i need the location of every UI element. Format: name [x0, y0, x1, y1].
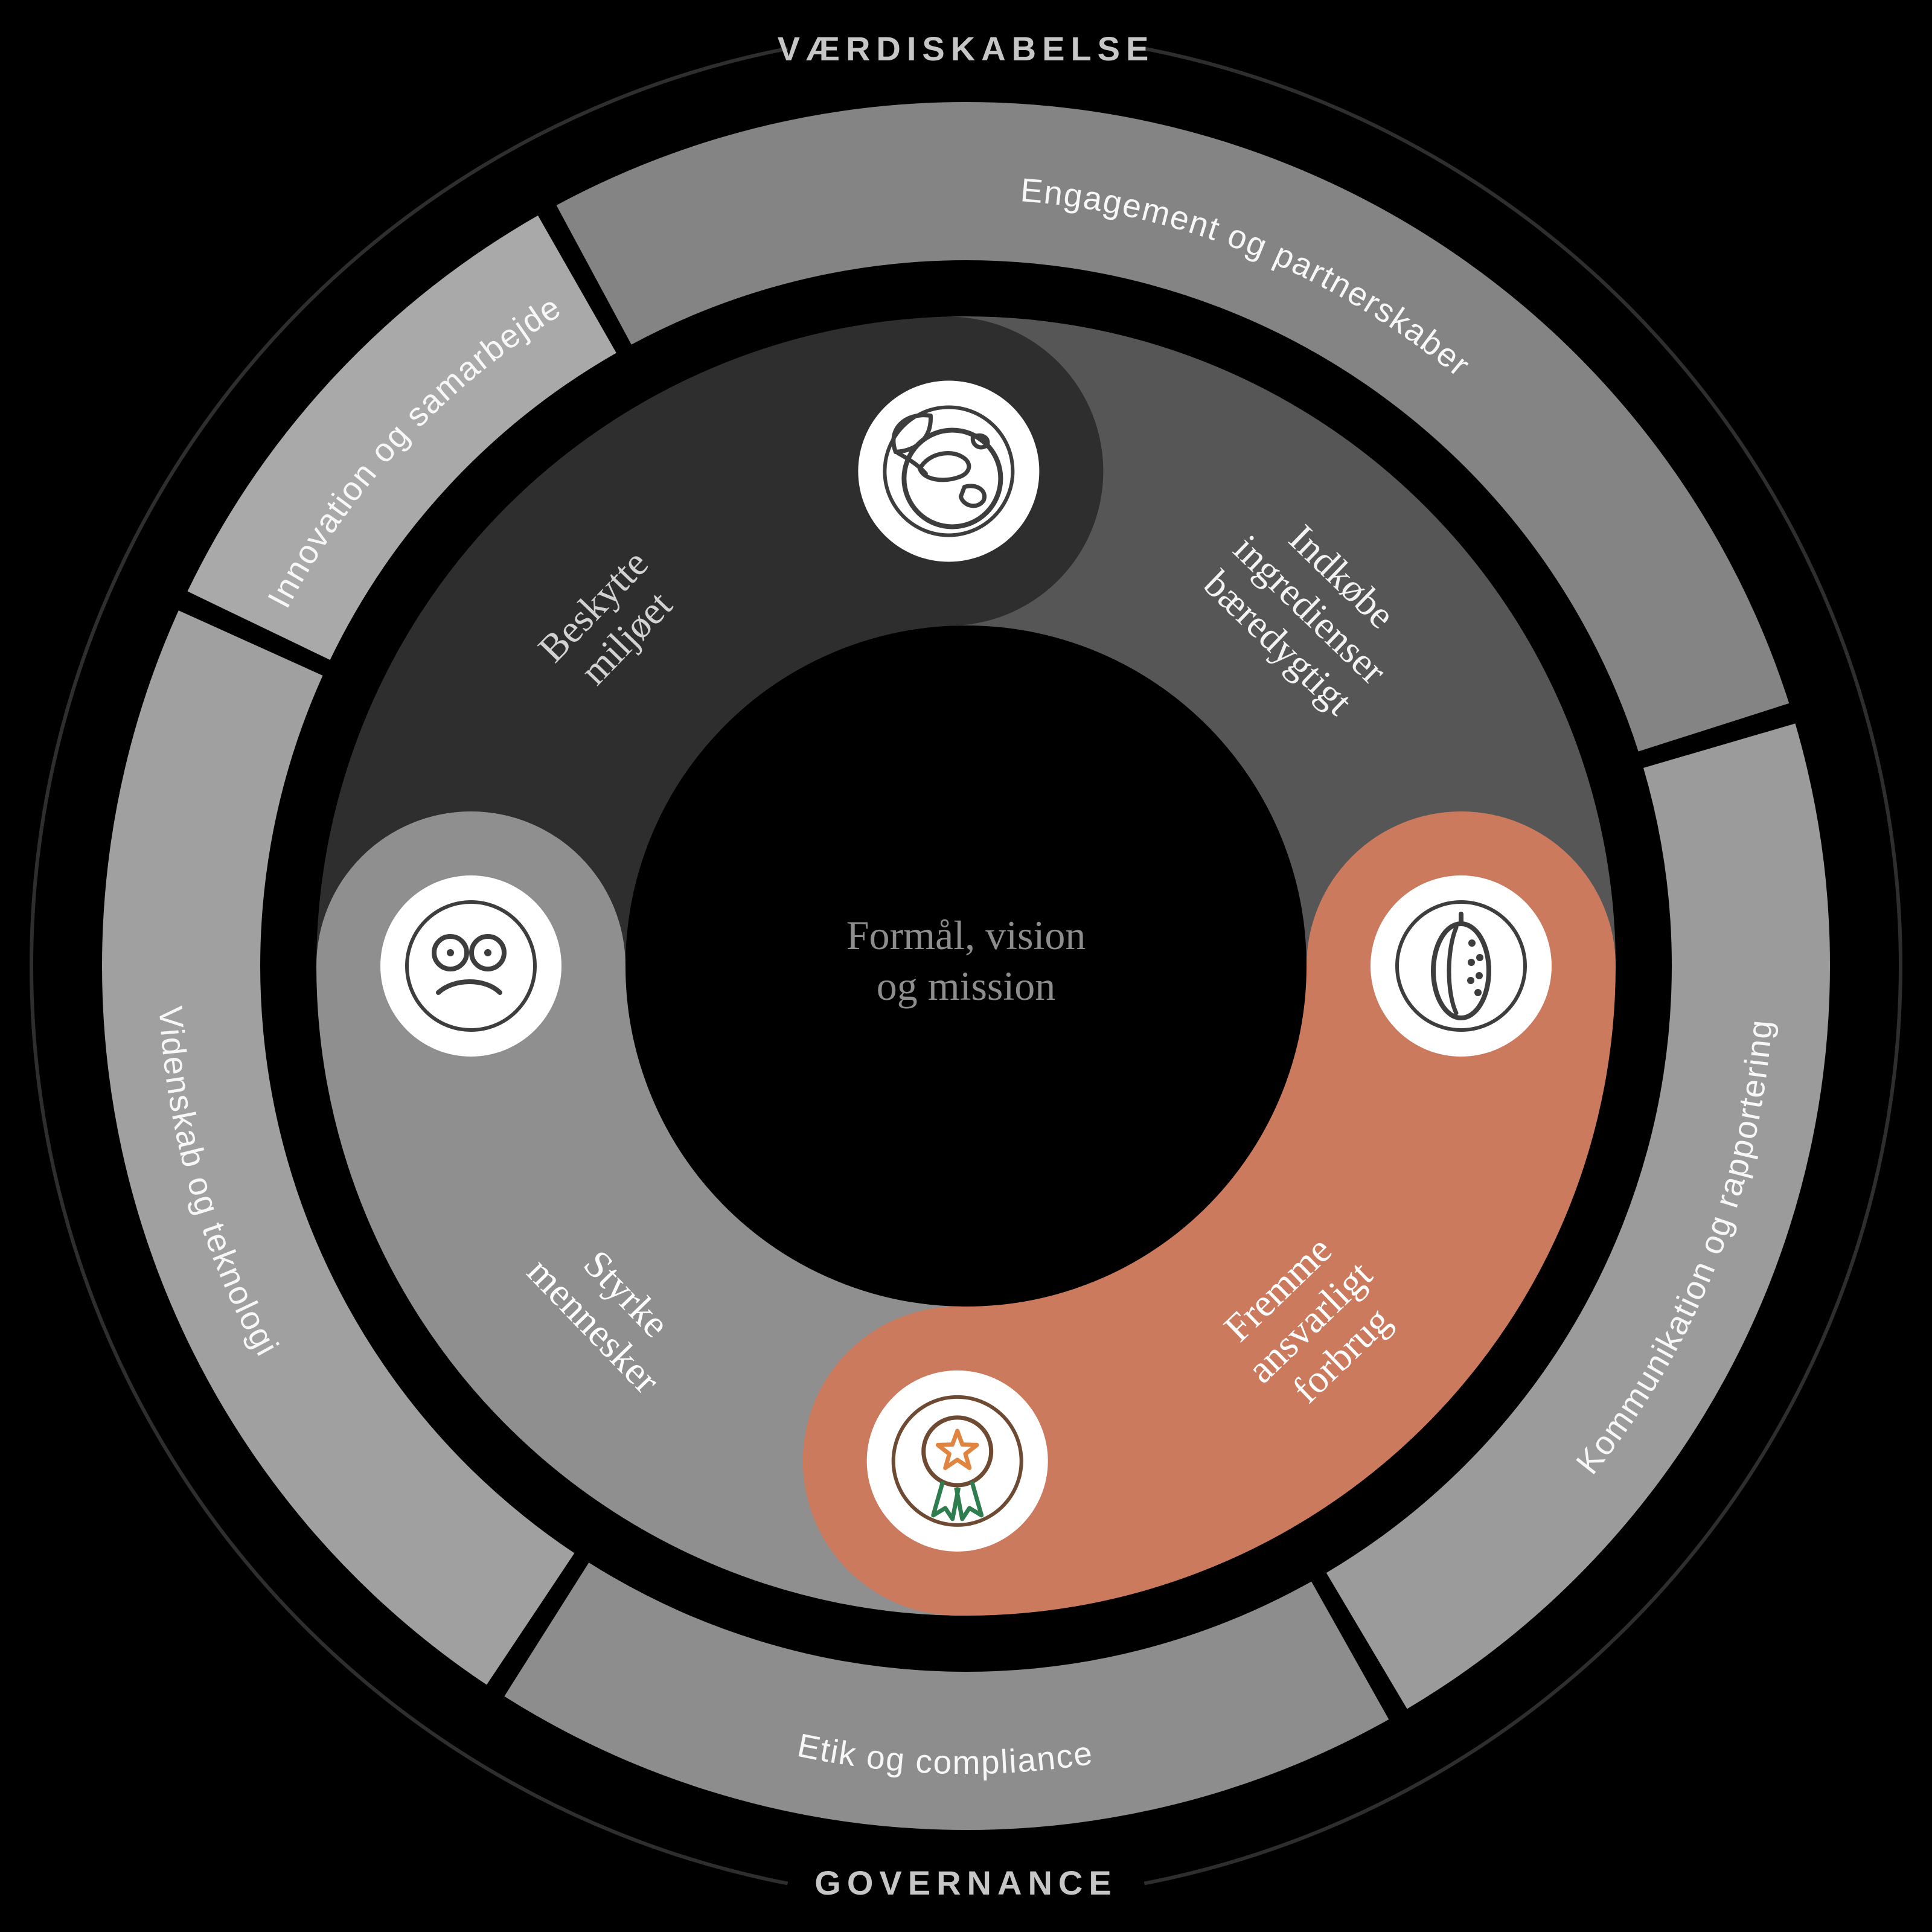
outer-label-bottom: GOVERNANCE: [814, 1864, 1117, 1902]
middle-ring-segment-innovation: [187, 216, 617, 661]
inner-segment-fremme: [802, 811, 1616, 1616]
outer-ring-arc-left: [30, 46, 788, 1886]
globe-leaf-icon: [858, 380, 1040, 562]
middle-ring-segment-etik: [504, 1563, 1389, 1830]
center-line-2: og mission: [877, 963, 1056, 1009]
middle-ring-segment-kommunikation: [1326, 723, 1830, 1709]
award-ribbon-icon: [866, 1370, 1048, 1552]
middle-ring-segment-engagement: [556, 102, 1790, 752]
middle-ring-segment-videnskab: [102, 610, 575, 1685]
outer-label-top: VÆRDISKABELSE: [778, 30, 1155, 68]
center-purpose-text: Formål, vision og mission: [846, 912, 1086, 1009]
cocoa-pod-icon: [1371, 875, 1552, 1057]
faces-icon: [380, 875, 561, 1057]
outer-ring-arc-right: [1144, 46, 1902, 1886]
center-line-1: Formål, vision: [846, 912, 1086, 958]
